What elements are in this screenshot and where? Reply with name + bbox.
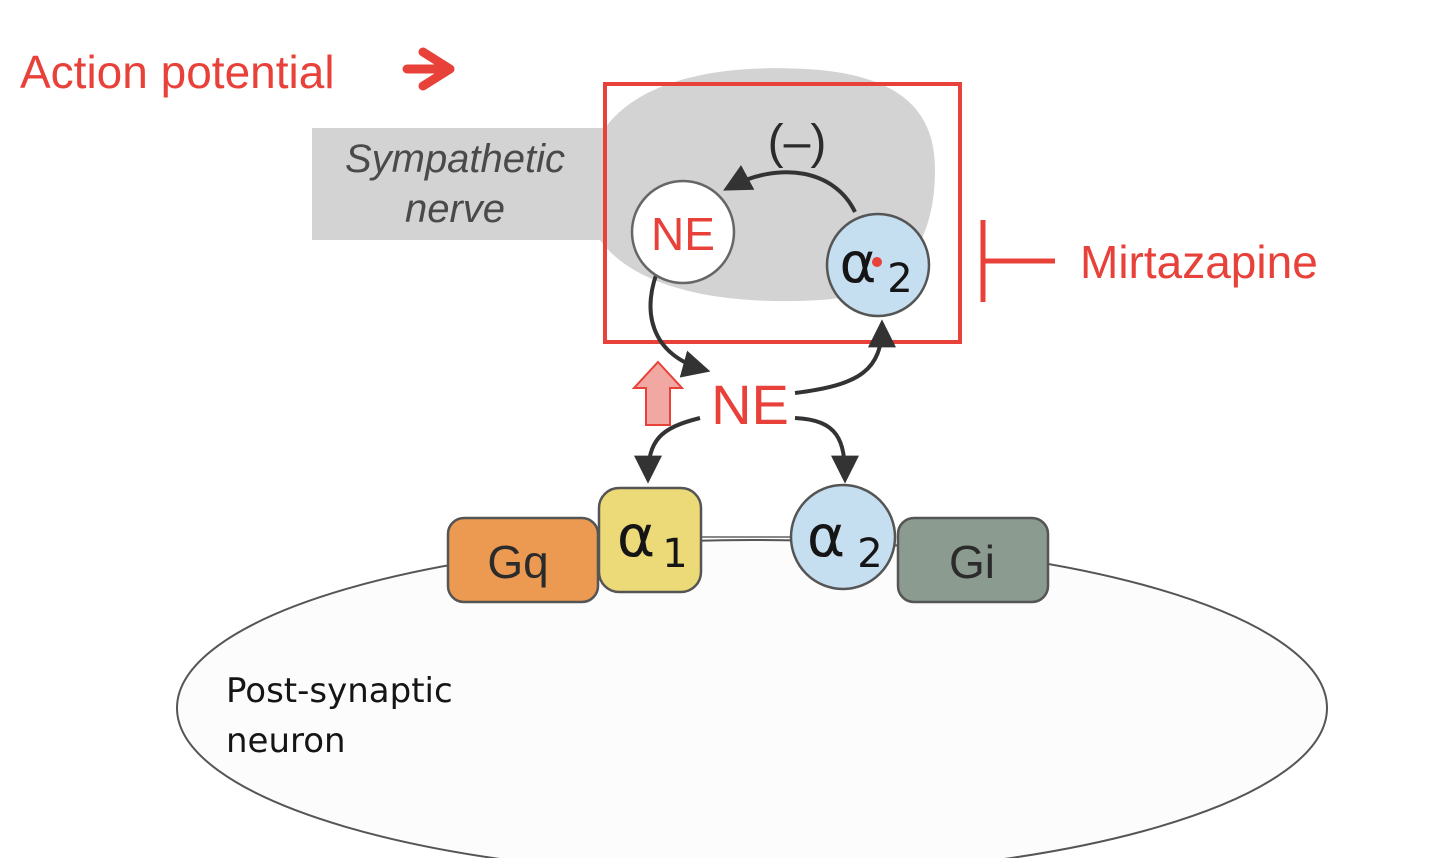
gq-label: Gq <box>487 536 548 588</box>
increase-arrow-icon <box>631 360 685 426</box>
postsynaptic-alpha2-receptor <box>789 483 897 591</box>
presynaptic-ne-label: NE <box>651 208 715 260</box>
action-potential-label: Action potential <box>20 46 335 98</box>
cleft-ne-label: NE <box>711 373 789 436</box>
autoreceptor-binding-arrow <box>794 319 896 395</box>
sympathetic-nerve-label-line1: Sympathetic <box>345 137 565 181</box>
drug-binding-dot <box>872 257 882 267</box>
presynaptic-alpha2-subscript: 2 <box>887 256 912 302</box>
post-synaptic-label-line2: neuron <box>226 721 346 761</box>
post-synaptic-neuron <box>176 539 1328 858</box>
mirtazapine-target-box <box>603 82 962 344</box>
alpha2-binding-arrow <box>794 416 859 484</box>
feedback-arrow <box>723 165 857 213</box>
alpha1-binding-arrow <box>634 416 701 484</box>
right-arrow-icon <box>402 47 455 91</box>
gi-label: Gi <box>949 536 995 588</box>
presynaptic-alpha2-symbol: α <box>840 231 877 296</box>
release-arrow <box>648 264 711 378</box>
alpha1-receptor <box>597 486 703 594</box>
sympathetic-nerve-shape <box>312 68 935 302</box>
sympathetic-nerve-label-line2: nerve <box>405 187 505 231</box>
post-synaptic-label-line1: Post-synaptic <box>226 671 453 711</box>
presynaptic-ne-circle <box>630 179 736 285</box>
alpha1-symbol: α <box>617 502 655 570</box>
mirtazapine-label: Mirtazapine <box>1080 236 1318 288</box>
alpha2-subscript: 2 <box>857 531 882 577</box>
gi-protein <box>896 516 1050 604</box>
alpha2-symbol: α <box>807 502 845 570</box>
alpha1-subscript: 1 <box>662 531 687 577</box>
negative-feedback-sign: (–) <box>768 116 827 169</box>
